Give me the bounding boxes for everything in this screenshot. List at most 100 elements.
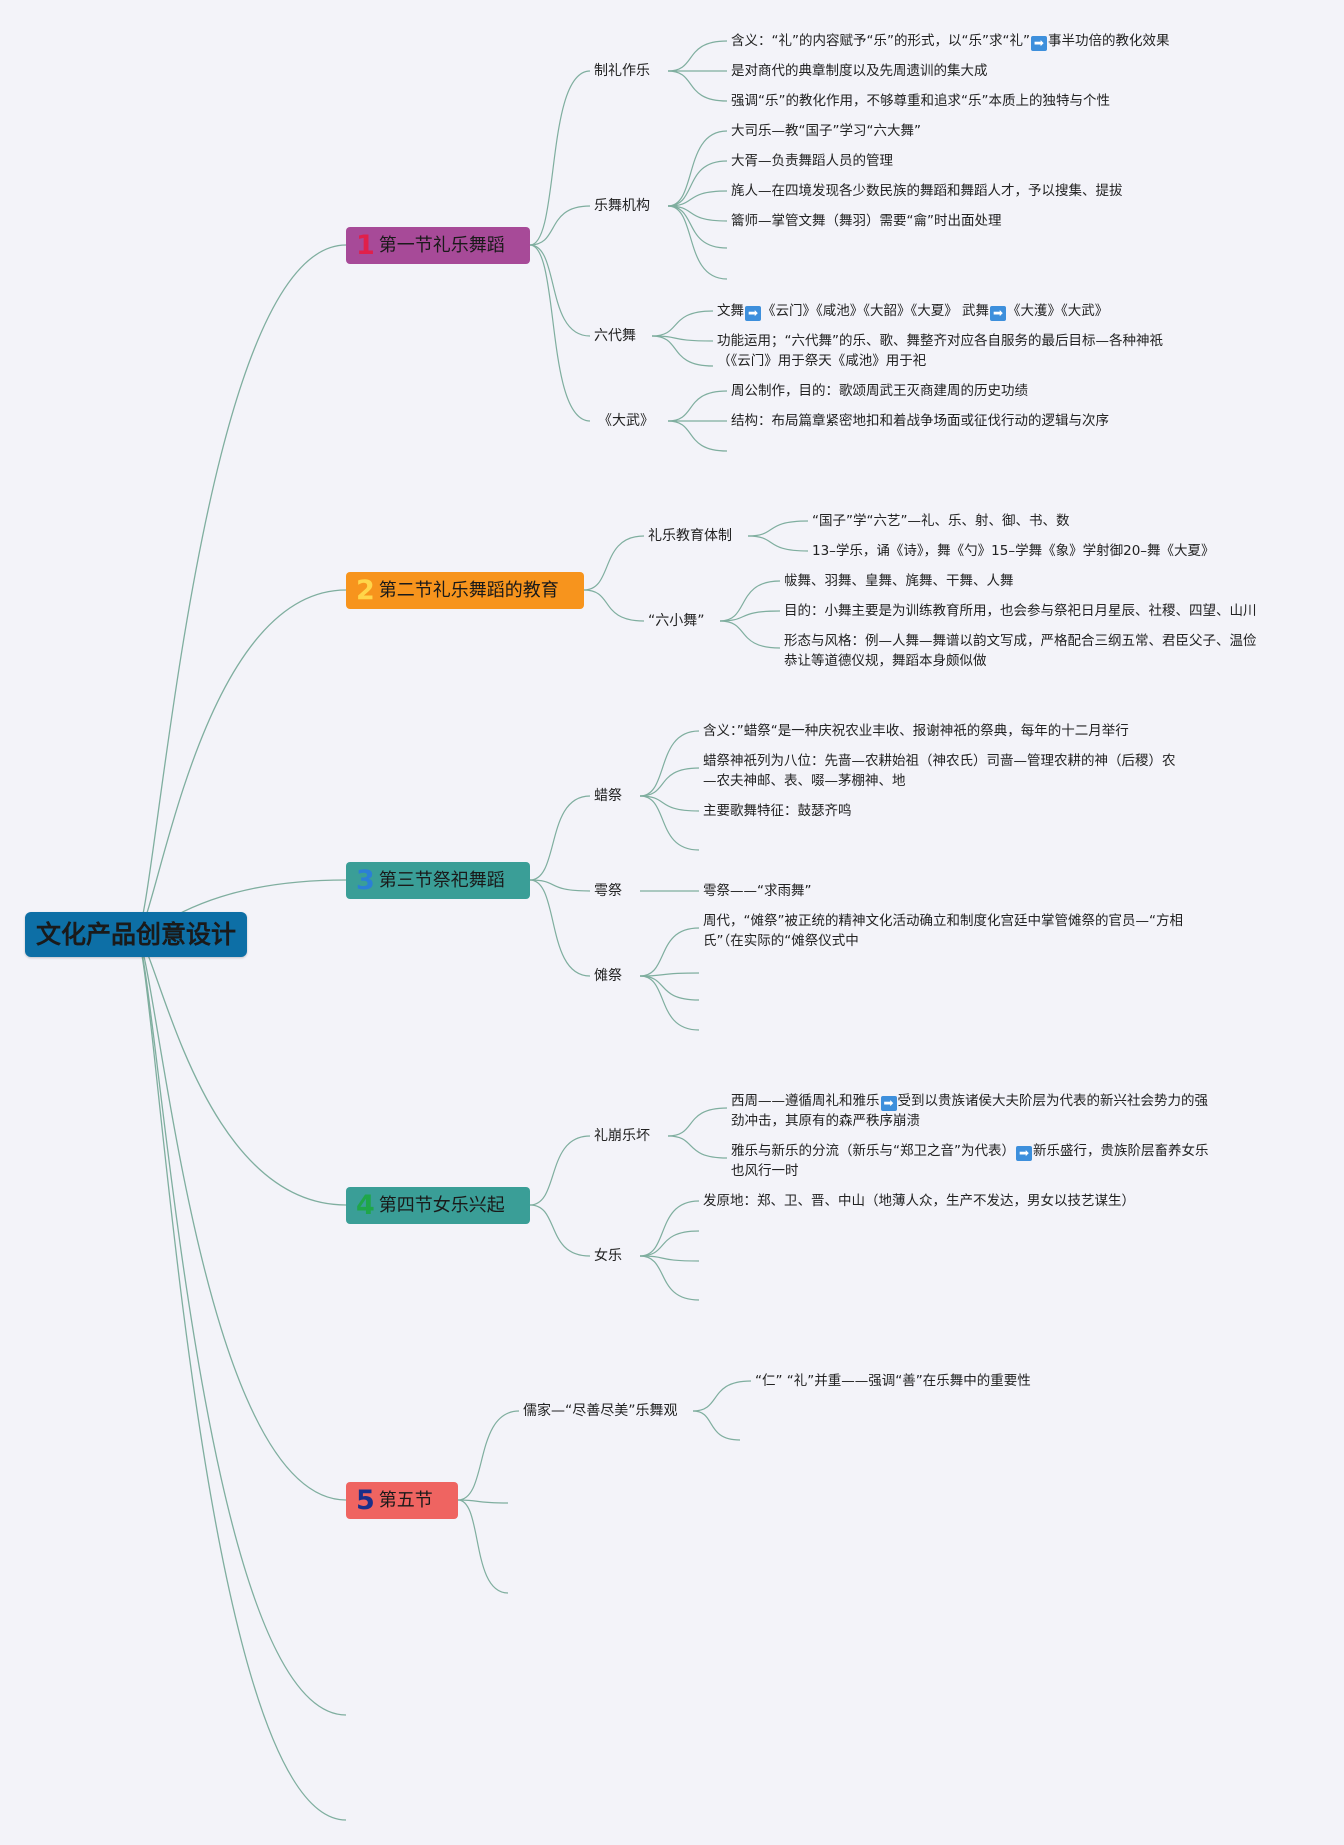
arrow-right-icon: ➡ (1030, 36, 1047, 51)
leaf-connector (639, 1200, 700, 1257)
leaf-item[interactable]: 是对商代的典章制度以及先周遗训的集大成 (731, 63, 988, 79)
leaf-connector (639, 730, 700, 797)
leaf-item[interactable]: 旄人—在四境发现各少数民族的舞蹈和舞蹈人才，予以搜集、提拔 (731, 183, 1123, 199)
subtopic-libeng-yuehuai[interactable]: 礼崩乐坏 (594, 1128, 650, 1144)
leaf-item[interactable]: 文舞➡《云门》《咸池》《大韶》《大夏》 武舞➡《大濩》《大武》 (717, 303, 1109, 321)
arrow-right-icon: ➡ (990, 306, 1007, 321)
subtopic-liuxiaowu[interactable]: “六小舞” (648, 613, 705, 629)
leaf-item[interactable]: 发原地：郑、卫、晋、中山（地薄人众，生产不发达，男女以技艺谋生） (703, 1193, 1135, 1209)
section-number: 3 (356, 865, 375, 896)
leaf-item[interactable]: 13–学乐，诵《诗》，舞《勺》15–学舞《象》学射御20–舞《大夏》 (812, 543, 1215, 559)
root-connector (135, 244, 347, 936)
leaf-item[interactable]: 主要歌舞特征：鼓瑟齐鸣 (703, 803, 852, 819)
subtopic-rujia[interactable]: 儒家—“尽善尽美”乐舞观 (523, 1403, 678, 1419)
subtopic-liudaiwu[interactable]: 六代舞 (594, 328, 636, 344)
section-title: 第一节礼乐舞蹈 (378, 235, 505, 256)
leaf-connector (719, 610, 781, 622)
leaf-connector (639, 795, 700, 851)
leaf-item[interactable]: 蜡祭神祇列为八位：先啬—农耕始祖（神农氏）司啬—管理农耕的神（后稷）农—农夫神邮… (703, 753, 1176, 789)
leaf-connector (639, 795, 700, 812)
leaf-item[interactable]: “仁” “礼”并重——强调“善”在乐舞中的重要性 (755, 1373, 1031, 1389)
section-connector (529, 205, 591, 246)
section-connector (583, 535, 645, 591)
leaf-item[interactable]: 西周——遵循周礼和雅乐➡受到以贵族诸侯大夫阶层为代表的新兴社会势力的强劲冲击，其… (731, 1093, 1208, 1129)
section-connector (529, 70, 591, 246)
section-connector (529, 244, 591, 422)
subtopic-yuji[interactable]: 雩祭 (594, 883, 622, 899)
leaf-connector (667, 1135, 728, 1159)
arrow-right-icon: ➡ (1016, 1146, 1032, 1161)
leaf-item[interactable]: 强调“乐”的教化作用，不够尊重和追求“乐”本质上的独特与个性 (731, 93, 1110, 109)
leaf-connector (667, 205, 728, 280)
arrow-right-icon: ➡ (880, 1096, 897, 1111)
leaf-connector (667, 1107, 728, 1137)
leaf-item[interactable]: 雅乐与新乐的分流（新乐与“郑卫之音”为代表）➡新乐盛行，贵族阶层畜养女乐也风行一… (731, 1143, 1209, 1179)
leaf-item[interactable]: 大司乐—教“国子”学习“六大舞” (731, 123, 921, 139)
leaf-connector (639, 927, 700, 977)
leaf-connector (667, 390, 728, 422)
leaf-connector (639, 1255, 700, 1262)
leaf-connector (667, 205, 728, 249)
root-connector (135, 934, 347, 1206)
root-topic[interactable]: 文化产品创意设计 (25, 912, 247, 957)
leaf-item[interactable]: 帗舞、羽舞、皇舞、旄舞、干舞、人舞 (784, 573, 1014, 589)
section-connector (529, 795, 591, 881)
subtopic-dawu[interactable]: 《大武》 (598, 413, 654, 429)
section-title: 第四节女乐兴起 (378, 1195, 505, 1216)
leaf-item[interactable]: 周代，“傩祭”被正统的精神文化活动确立和制度化宫廷中掌管傩祭的官员—“方相氏”（… (703, 913, 1183, 949)
subtopic-nuoji[interactable]: 傩祭 (594, 968, 622, 984)
root-connector (135, 934, 347, 1716)
leaf-item[interactable]: 功能运用；“六代舞”的乐、歌、舞整齐对应各自服务的最后目标—各种神祇（《云门》用… (717, 333, 1163, 369)
leaf-connector (667, 420, 728, 452)
section-title: 第五节 (378, 1490, 433, 1511)
section-connector (529, 879, 591, 977)
leaf-item[interactable]: 含义：“礼”的内容赋予“乐”的形式，以“乐”求“礼”➡事半功倍的教化效果 (731, 33, 1170, 51)
leaf-connector (692, 1380, 752, 1412)
leaf-connector (651, 335, 714, 367)
section-connector (529, 1135, 591, 1206)
leaf-connector (747, 520, 809, 537)
root-connector (135, 589, 347, 936)
leaf-connector (639, 972, 700, 977)
section-connector (529, 244, 591, 337)
leaf-connector (692, 1410, 741, 1441)
subtopic-nvyue[interactable]: 女乐 (594, 1248, 622, 1264)
leaf-item[interactable]: “国子”学“六艺”—礼、乐、射、御、书、数 (812, 513, 1070, 529)
section-number: 5 (356, 1485, 375, 1516)
section-connector (529, 1204, 591, 1257)
leaf-item[interactable]: 目的：小舞主要是为训练教育所用，也会参与祭祀日月星辰、社稷、四望、山川 (784, 603, 1257, 619)
leaf-item[interactable]: 雩祭——“求雨舞” (703, 883, 812, 899)
subtopic-zhili-zuoyue[interactable]: 制礼作乐 (594, 63, 650, 79)
subtopic-zhaji[interactable]: 蜡祭 (594, 788, 622, 804)
root-connector (135, 934, 347, 1821)
leaf-connector (719, 580, 781, 622)
leaf-connector (639, 1255, 700, 1301)
leaf-item[interactable]: 含义：”蜡祭“是一种庆祝农业丰收、报谢神祇的祭典，每年的十二月举行 (703, 723, 1129, 739)
section-title: 第三节祭祀舞蹈 (378, 870, 505, 891)
subtopic-yuewu-jigou[interactable]: 乐舞机构 (594, 198, 650, 214)
leaf-connector (719, 620, 781, 649)
leaf-connector (667, 70, 728, 102)
section-number: 2 (356, 575, 375, 606)
leaf-connector (667, 190, 728, 207)
section-connector (529, 879, 591, 892)
leaf-item[interactable]: 形态与风格：例—人舞—舞谱以韵文写成，严格配合三纲五常、君臣父子、温俭恭让等道德… (784, 633, 1257, 669)
leaf-item[interactable]: 周公制作，目的：歌颂周武王灭商建周的历史功绩 (731, 383, 1028, 399)
leaf-connector (667, 130, 728, 207)
leaf-connector (747, 535, 809, 552)
leaf-connector (651, 335, 714, 342)
leaf-item[interactable]: 结构：布局篇章紧密地扣和着战争场面或征伐行动的逻辑与次序 (731, 413, 1109, 429)
leaf-connector (667, 40, 728, 72)
subtopic-liyue-jiaoyu-tizhi[interactable]: 礼乐教育体制 (648, 528, 732, 544)
leaf-item[interactable]: 大胥—负责舞蹈人员的管理 (731, 153, 893, 169)
leaf-item[interactable]: 籥师—掌管文舞（舞羽）需要“龠”时出面处理 (731, 213, 1002, 229)
leaf-connector (667, 160, 728, 207)
leaf-connector (639, 1230, 700, 1257)
leaf-connector (651, 310, 714, 337)
leaf-connector (639, 767, 700, 797)
